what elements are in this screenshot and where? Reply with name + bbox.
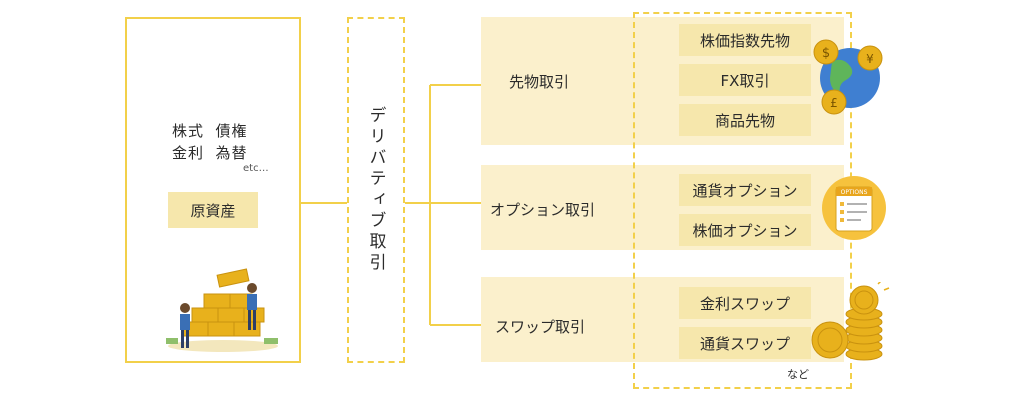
item-currency-options: 通貨オプション — [679, 174, 811, 206]
item-stock-index-futures: 株価指数先物 — [679, 24, 811, 56]
category-swaps-label: スワップ取引 — [495, 318, 586, 336]
underlying-label: 原資産 — [168, 192, 258, 228]
item-currency-swap: 通貨スワップ — [679, 327, 811, 359]
underlying-assets-box — [125, 17, 301, 363]
asset-line-1: 株式 債権 — [172, 122, 248, 140]
asset-line-2: 金利 為替 — [172, 144, 248, 162]
item-commodity-futures: 商品先物 — [679, 104, 811, 136]
etc-footnote: など — [787, 368, 809, 381]
item-fx-trading: FX取引 — [679, 64, 811, 96]
etc-note: etc… — [243, 163, 269, 174]
svg-text:£: £ — [830, 96, 838, 110]
item-interest-rate-swap: 金利スワップ — [679, 287, 811, 319]
options-badge-text: OPTIONS — [841, 189, 868, 196]
asset-types: 株式 債権 金利 為替 — [172, 120, 248, 164]
coin-stacks-icon — [811, 282, 890, 361]
category-options-label: オプション取引 — [490, 201, 596, 219]
gold-bars-illustration — [166, 268, 278, 352]
svg-text:¥: ¥ — [866, 52, 874, 66]
options-checklist-icon: OPTIONS — [822, 176, 886, 240]
item-stock-options: 株価オプション — [679, 214, 811, 246]
svg-text:$: $ — [822, 46, 830, 61]
derivative-label: デリバティブ取引 — [365, 106, 386, 274]
globe-currency-icon: $ ¥ £ — [813, 39, 883, 115]
derivative-box: デリバティブ取引 — [347, 17, 405, 363]
category-futures-label: 先物取引 — [509, 73, 570, 91]
